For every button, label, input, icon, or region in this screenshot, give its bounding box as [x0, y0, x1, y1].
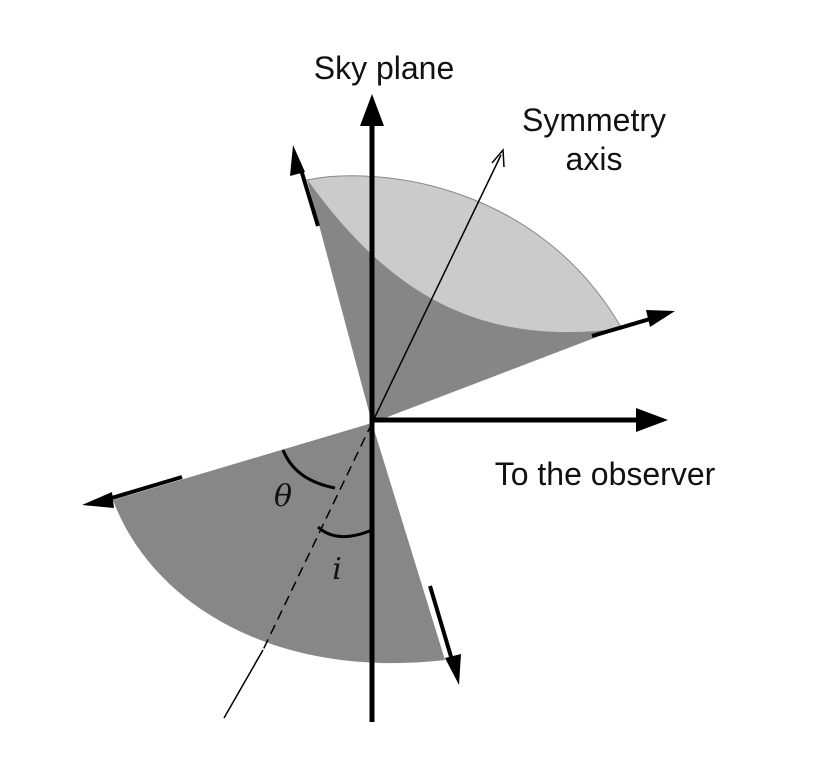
sky-plane-label: Sky plane — [314, 50, 455, 86]
right-arrowhead — [646, 310, 675, 327]
theta-label: θ — [274, 479, 292, 514]
observer-arrowhead — [636, 408, 668, 432]
observer-axis-label: To the observer — [495, 456, 716, 492]
symmetry-axis-arrowhead — [491, 148, 505, 168]
lower-right-velocity-arrow — [428, 585, 454, 661]
lower-left-velocity-arrow — [104, 475, 183, 502]
lower-cone — [113, 423, 445, 664]
lower-right-arrowhead — [445, 654, 461, 685]
upper-left-velocity-arrow — [297, 162, 320, 227]
upper-left-arrowhead — [290, 145, 305, 176]
lower-left-arrowhead — [82, 492, 114, 508]
symmetry-axis-label-line1: Symmetry — [522, 102, 666, 138]
symmetry-axis-line-upper — [371, 154, 502, 424]
inclination-angle-arc — [316, 525, 373, 538]
right-velocity-arrow — [591, 317, 651, 338]
theta-angle-arc — [281, 449, 336, 490]
symmetry-axis-label-line2: axis — [566, 141, 623, 177]
symmetry-axis-dashed-segment — [262, 422, 373, 651]
inclination-label: i — [332, 552, 342, 587]
symmetry-axis-line-lower — [223, 649, 264, 719]
sky-plane-arrowhead — [360, 94, 384, 126]
